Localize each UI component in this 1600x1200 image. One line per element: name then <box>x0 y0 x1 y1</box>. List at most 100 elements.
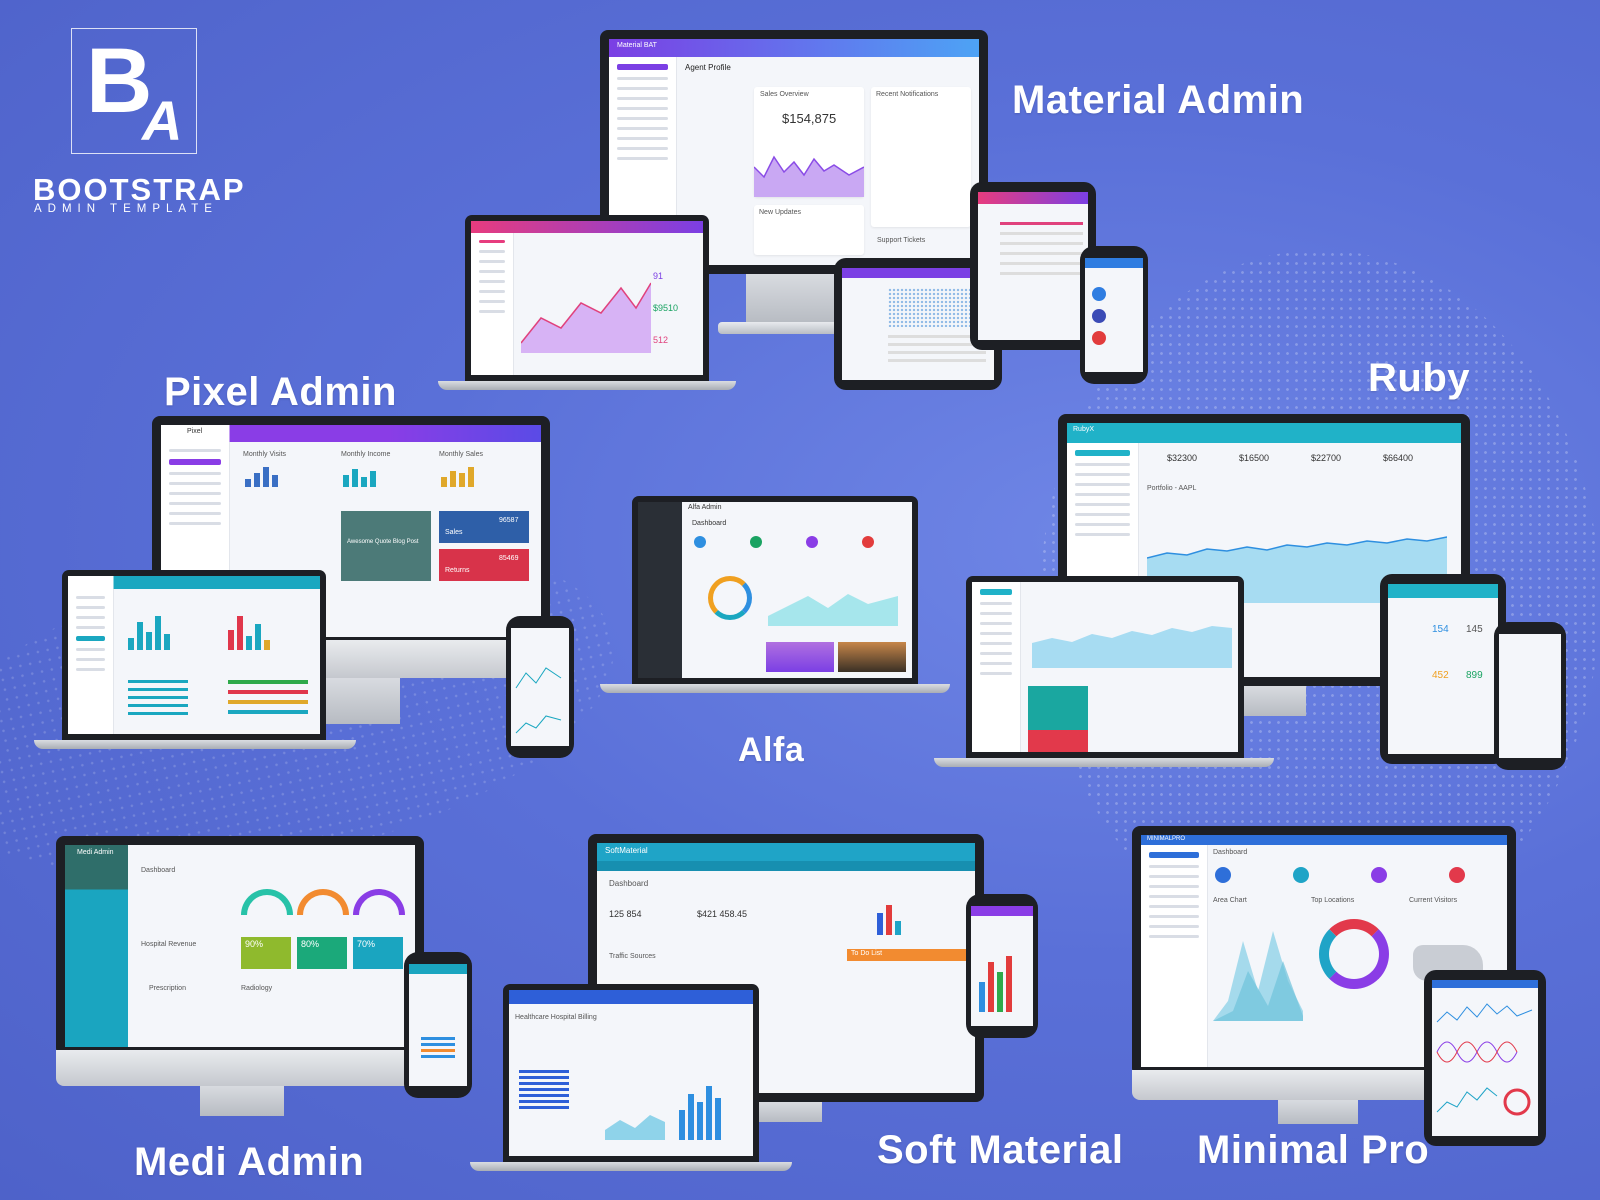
soft-dashboard-title: Dashboard <box>609 879 649 888</box>
alfa-app-name: Alfa Admin <box>688 504 722 511</box>
brand-title: BOOTSTRAP <box>33 172 246 207</box>
pixel-laptop <box>62 570 326 740</box>
alfa-photo-card <box>838 642 906 672</box>
material-world-map <box>887 288 972 328</box>
pixel-card-sales: Monthly Sales <box>439 451 483 458</box>
material-laptop: 91 $9510 512 <box>465 215 709 381</box>
soft-monitor-stand <box>752 1102 822 1122</box>
material-laptop-chart <box>521 282 651 353</box>
soft-app-name: SoftMaterial <box>605 846 648 855</box>
alfa-sidebar <box>638 502 682 678</box>
minimal-area-title: Area Chart <box>1213 897 1247 904</box>
brand-logo: B A <box>71 28 197 154</box>
material-app-name: Material BAT <box>617 42 657 49</box>
material-phone-screen <box>1085 258 1143 372</box>
ruby-chart-title: Portfolio - AAPL <box>1147 485 1197 492</box>
label-minimal-pro: Minimal Pro <box>1197 1128 1430 1172</box>
pixel-blog-card: Awesome Quote Blog Post <box>341 511 431 581</box>
alfa-laptop-base <box>600 684 950 693</box>
label-pixel-admin: Pixel Admin <box>164 370 397 414</box>
pixel-monitor-stand <box>320 678 400 724</box>
alfa-area-chart <box>768 594 898 626</box>
pixel-sales-card: Sales 96587 <box>439 511 529 543</box>
soft-billing-title: Healthcare Hospital Billing <box>515 1014 597 1021</box>
pixel-phone-screen <box>511 628 569 746</box>
medi-dashboard-title: Dashboard <box>141 867 176 874</box>
ruby-app-name: RubyX <box>1073 426 1095 433</box>
soft-laptop-base <box>470 1162 792 1171</box>
minimal-tablet <box>1424 970 1546 1146</box>
alfa-donut-chart <box>708 576 752 620</box>
alfa-dashboard-title: Dashboard <box>692 520 727 527</box>
minimal-donut-chart <box>1319 919 1389 989</box>
brand-subtitle: ADMIN TEMPLATE <box>34 203 218 215</box>
minimal-top-title: Top Locations <box>1311 897 1355 904</box>
material-sales-card: Sales Overview $154,875 <box>754 87 864 197</box>
alfa-purple-card <box>766 642 834 672</box>
label-alfa: Alfa <box>738 731 805 769</box>
medi-radiology-title: Radiology <box>241 985 273 992</box>
material-laptop-base <box>438 381 736 390</box>
soft-laptop-screen: Healthcare Hospital Billing <box>509 990 753 1156</box>
material-monitor-stand <box>746 274 842 324</box>
pixel-laptop-screen <box>68 576 320 734</box>
medi-revenue-title: Hospital Revenue <box>141 941 197 948</box>
material-tablet-2 <box>970 182 1096 350</box>
soft-orders-value: $421 458.45 <box>697 909 748 919</box>
soft-phone <box>966 894 1038 1038</box>
material-tablet-2-screen <box>978 192 1088 340</box>
medi-screen: Medi Admin Dashboard Hospital Revenue 90… <box>65 845 415 1047</box>
label-soft-material: Soft Material <box>877 1128 1124 1172</box>
material-laptop-screen: 91 $9510 512 <box>471 221 703 375</box>
label-ruby: Ruby <box>1368 356 1470 400</box>
medi-card-3: 70% <box>353 937 403 969</box>
medi-gauge-3 <box>353 889 405 915</box>
label-material-admin: Material Admin <box>1012 78 1305 122</box>
medi-phone <box>404 952 472 1098</box>
ruby-tablet-screen: 154 145 452 899 <box>1388 584 1498 754</box>
medi-monitor: Medi Admin Dashboard Hospital Revenue 90… <box>56 836 424 1056</box>
medi-phone-screen <box>409 964 467 1086</box>
minimal-topbar <box>1141 835 1507 845</box>
minimal-area-chart <box>1213 931 1303 1021</box>
material-support-title: Support Tickets <box>877 237 926 244</box>
ruby-laptop-chart <box>1032 626 1232 668</box>
medi-prescription-title: Prescription <box>149 985 186 992</box>
ruby-laptop-base <box>934 758 1274 767</box>
pixel-card-visits: Monthly Visits <box>243 451 287 458</box>
pixel-laptop-base <box>34 740 356 749</box>
ruby-stat-4: $66400 <box>1383 453 1414 463</box>
material-updates-card: New Updates <box>754 205 864 255</box>
soft-todo-header: To Do List <box>847 949 967 961</box>
minimal-tablet-charts <box>1436 1003 1533 1116</box>
ruby-laptop-screen <box>972 582 1238 752</box>
alfa-screen: Alfa Admin Dashboard <box>638 502 912 678</box>
medi-gauge-2 <box>297 889 349 915</box>
medi-monitor-chin <box>56 1050 424 1086</box>
pixel-phone <box>506 616 574 758</box>
pixel-returns-card: Returns 85469 <box>439 549 529 581</box>
pixel-app-name: Pixel <box>187 428 203 435</box>
soft-topbar <box>597 843 975 861</box>
ruby-stat-3: $22700 <box>1311 453 1342 463</box>
medi-card-1: 90% <box>241 937 291 969</box>
ruby-laptop <box>966 576 1244 758</box>
material-page-title: Agent Profile <box>685 63 731 72</box>
medi-app-name: Medi Admin <box>77 849 114 856</box>
minimal-app-name: MINIMALPRO <box>1147 836 1186 842</box>
minimal-monitor-stand <box>1278 1100 1358 1124</box>
soft-laptop-bar-chart <box>519 1070 569 1073</box>
material-monitor-base <box>718 322 870 334</box>
soft-phone-screen <box>971 906 1033 1026</box>
alfa-laptop: Alfa Admin Dashboard <box>632 496 918 684</box>
medi-card-2: 80% <box>297 937 347 969</box>
minimal-dashboard-title: Dashboard <box>1213 849 1248 856</box>
soft-laptop: Healthcare Hospital Billing <box>503 984 759 1162</box>
ruby-stat-1: $32300 <box>1167 453 1198 463</box>
material-area-chart <box>754 155 864 197</box>
minimal-tablet-screen <box>1432 980 1538 1136</box>
pixel-phone-chart <box>515 667 562 734</box>
soft-visits-value: 125 854 <box>609 909 642 919</box>
logo-letter-b: B <box>86 30 153 132</box>
medi-sidebar <box>65 845 128 1047</box>
